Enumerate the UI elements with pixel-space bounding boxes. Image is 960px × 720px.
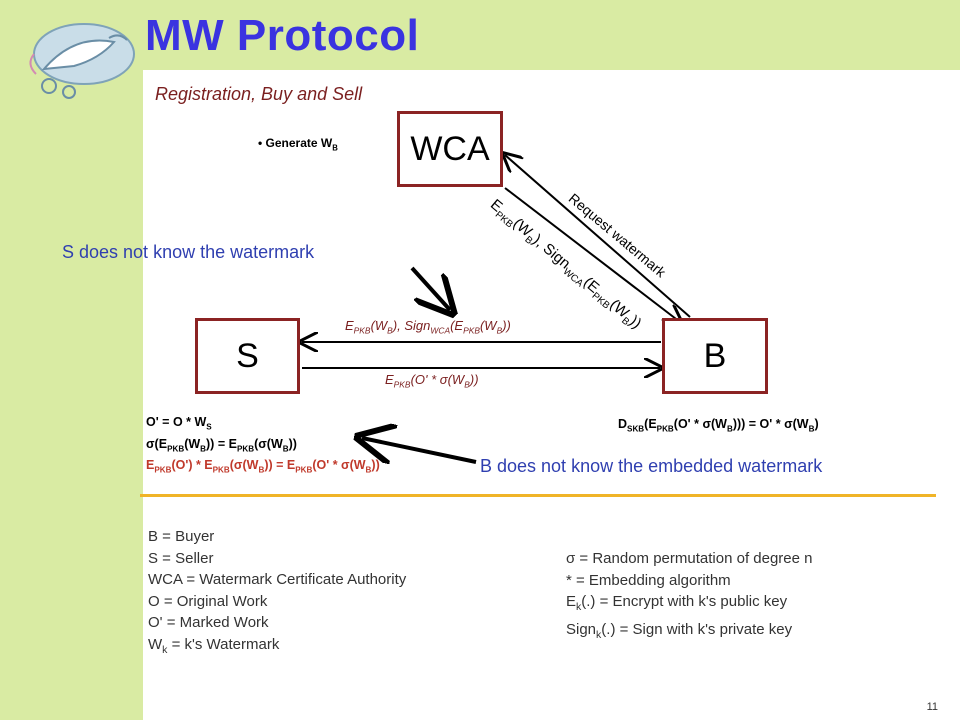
buyer-to-seller-label: EPKB(WB), SignWCA(EPKB(WB)): [345, 318, 511, 336]
page-subtitle: Registration, Buy and Sell: [155, 84, 363, 104]
legend-item: Ek(.) = Encrypt with k's public key: [566, 593, 788, 613]
seller-equations: O' = O * WS σ(EPKB(WB)) = EPKB(σ(WB)) EP…: [146, 414, 380, 479]
seller-equation-2: σ(EPKB(WB)) = EPKB(σ(WB)): [146, 436, 297, 454]
legend-item: Wk = k's Watermark: [148, 635, 280, 656]
buyer-node: B: [662, 318, 768, 394]
legend-item: Signk(.) = Sign with k's private key: [566, 620, 793, 641]
page-number: 11: [926, 701, 938, 713]
seller-node-label: S: [236, 336, 259, 375]
generate-text: Generate W: [265, 136, 333, 150]
top-accent-band: [143, 0, 960, 70]
seller-unaware-note: S does not know the watermark: [62, 242, 315, 262]
seller-equation-1: O' = O * WS: [146, 415, 212, 432]
generate-bullet-icon: •: [258, 136, 263, 150]
section-divider: [140, 494, 936, 497]
legend-item: B = Buyer: [148, 528, 215, 545]
left-accent-band: [0, 0, 143, 720]
legend-right: σ = Random permutation of degree n * = E…: [566, 548, 813, 646]
buyer-equation: DSKB(EPKB(O' * σ(WB))) = O' * σ(WB): [618, 417, 819, 434]
legend-item: * = Embedding algorithm: [566, 571, 731, 589]
arrow-buyer-note-pointer: [362, 438, 477, 462]
legend-item: O' = Marked Work: [148, 614, 269, 631]
legend-item: σ = Random permutation of degree n: [566, 550, 813, 567]
wca-node-label: WCA: [410, 129, 490, 168]
legend-item: O = Original Work: [148, 592, 268, 610]
legend-item: WCA = Watermark Certificate Authority: [148, 571, 407, 588]
seller-equation-3: EPKB(O') * EPKB(σ(WB)) = EPKB(O' * σ(WB)…: [146, 458, 380, 475]
legend-item: S = Seller: [148, 549, 214, 567]
arrow-buyer-to-wca: [505, 155, 691, 318]
buyer-node-label: B: [703, 336, 727, 375]
generate-watermark-bullet: • Generate WB: [258, 136, 338, 153]
legend-left: B = Buyer S = Seller WCA = Watermark Cer…: [148, 526, 406, 661]
page-title: MW Protocol: [145, 11, 420, 60]
bird-logo-icon: [29, 23, 135, 99]
arrow-wca-to-buyer: [504, 187, 680, 322]
wca-node: WCA: [397, 111, 503, 187]
seller-to-buyer-label: EPKB(O' * σ(WB)): [385, 372, 479, 390]
buyer-unaware-note: B does not know the embedded watermark: [480, 456, 823, 476]
arrow-seller-note-pointer: [410, 266, 450, 310]
seller-node: S: [195, 318, 300, 394]
